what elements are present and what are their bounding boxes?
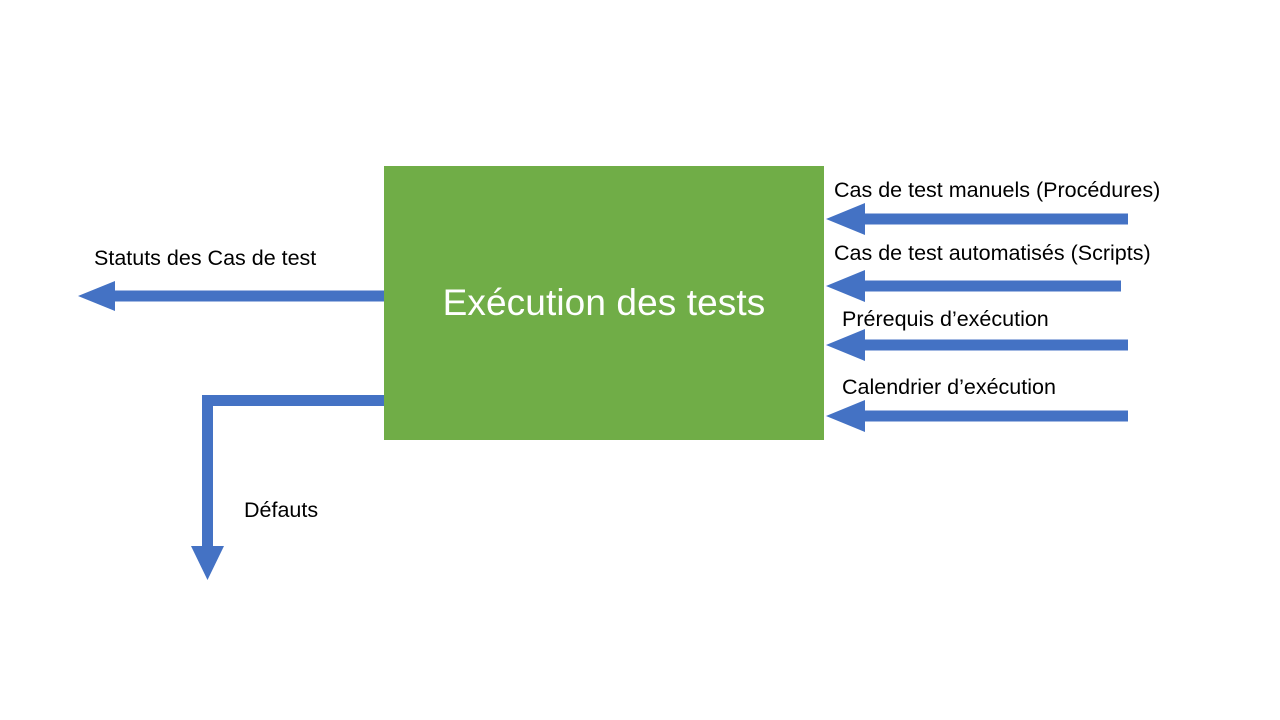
input-arrow-manual-cases <box>826 203 1128 235</box>
process-box-label: Exécution des tests <box>442 281 766 323</box>
input-label-schedule: Calendrier d’exécution <box>842 375 1056 399</box>
output-label-test-statuses: Statuts des Cas de test <box>94 246 317 270</box>
input-label-prerequisites: Prérequis d’exécution <box>842 307 1049 331</box>
output-arrow-test-statuses <box>78 281 384 311</box>
input-arrow-automated-cases <box>826 270 1121 302</box>
input-label-automated-cases: Cas de test automatisés (Scripts) <box>834 241 1151 265</box>
output-arrow-defects <box>191 395 384 580</box>
input-arrow-schedule <box>826 400 1128 432</box>
process-box[interactable]: Exécution des tests <box>384 166 824 440</box>
output-label-defects: Défauts <box>244 498 319 522</box>
input-label-manual-cases: Cas de test manuels (Procédures) <box>834 178 1161 202</box>
input-arrow-prerequisites <box>826 329 1128 361</box>
